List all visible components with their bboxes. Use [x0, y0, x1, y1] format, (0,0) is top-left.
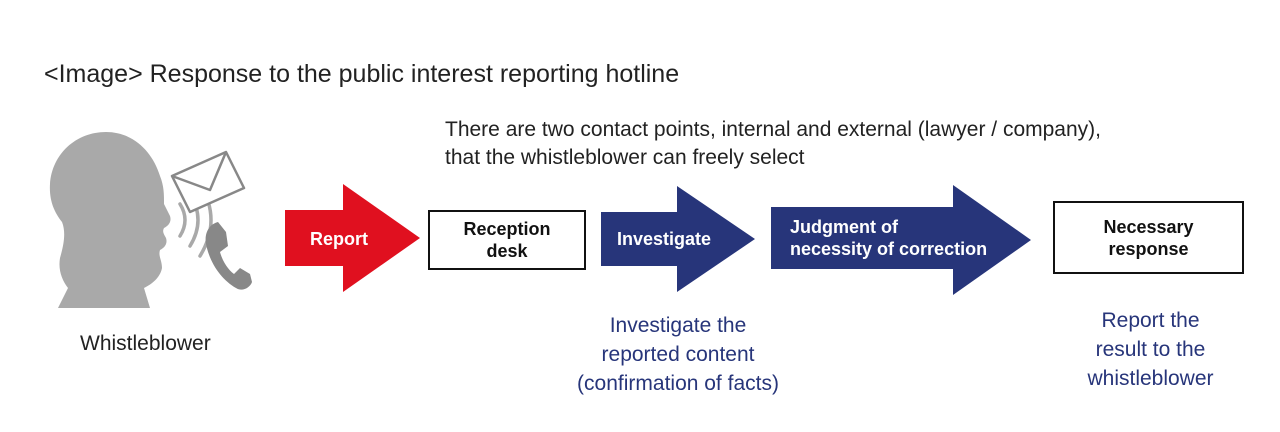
- necessary-response-box: Necessary response: [1053, 201, 1244, 274]
- investigate-description: Investigate the reported content (confir…: [553, 311, 803, 398]
- reception-desk-box: Reception desk: [428, 210, 586, 270]
- phone-handset-icon: [205, 222, 252, 290]
- investigate-desc-line-3: (confirmation of facts): [577, 372, 779, 395]
- report-arrow-label: Report: [310, 229, 368, 249]
- investigate-arrow-shape: [601, 186, 755, 292]
- reception-line-2: desk: [486, 241, 528, 261]
- judgment-line-2: necessity of correction: [790, 239, 988, 259]
- note-line-1: There are two contact points, internal a…: [445, 118, 1101, 141]
- judgment-arrow: [771, 185, 1031, 295]
- judgment-arrow-label: Judgment of necessity of correction: [790, 216, 987, 260]
- envelope-icon: [170, 150, 246, 214]
- page-title: <Image> Response to the public interest …: [44, 60, 680, 88]
- judgment-line-1: Judgment of: [790, 217, 898, 237]
- judgment-arrow-shape: [771, 185, 1031, 295]
- contact-points-note: There are two contact points, internal a…: [445, 116, 1101, 172]
- response-desc-line-2: result to the: [1095, 338, 1206, 361]
- response-desc-line-1: Report the: [1101, 309, 1200, 332]
- investigate-desc-line-2: reported content: [601, 343, 755, 366]
- response-description: Report the result to the whistleblower: [1058, 306, 1243, 393]
- reception-line-1: Reception: [463, 219, 551, 239]
- whistleblower-label: Whistleblower: [80, 332, 211, 355]
- response-desc-line-3: whistleblower: [1087, 367, 1214, 390]
- whistleblower-illustration: [49, 132, 252, 308]
- response-line-2: response: [1108, 238, 1189, 259]
- person-head-icon: [49, 132, 171, 308]
- report-arrow: [285, 184, 420, 292]
- investigate-arrow-label: Investigate: [617, 229, 712, 249]
- investigate-arrow: [601, 186, 755, 292]
- response-line-1: Necessary: [1103, 216, 1194, 237]
- note-line-2: that the whistleblower can freely select: [445, 146, 805, 169]
- report-arrow-shape: [285, 184, 420, 292]
- investigate-desc-line-1: Investigate the: [609, 314, 747, 337]
